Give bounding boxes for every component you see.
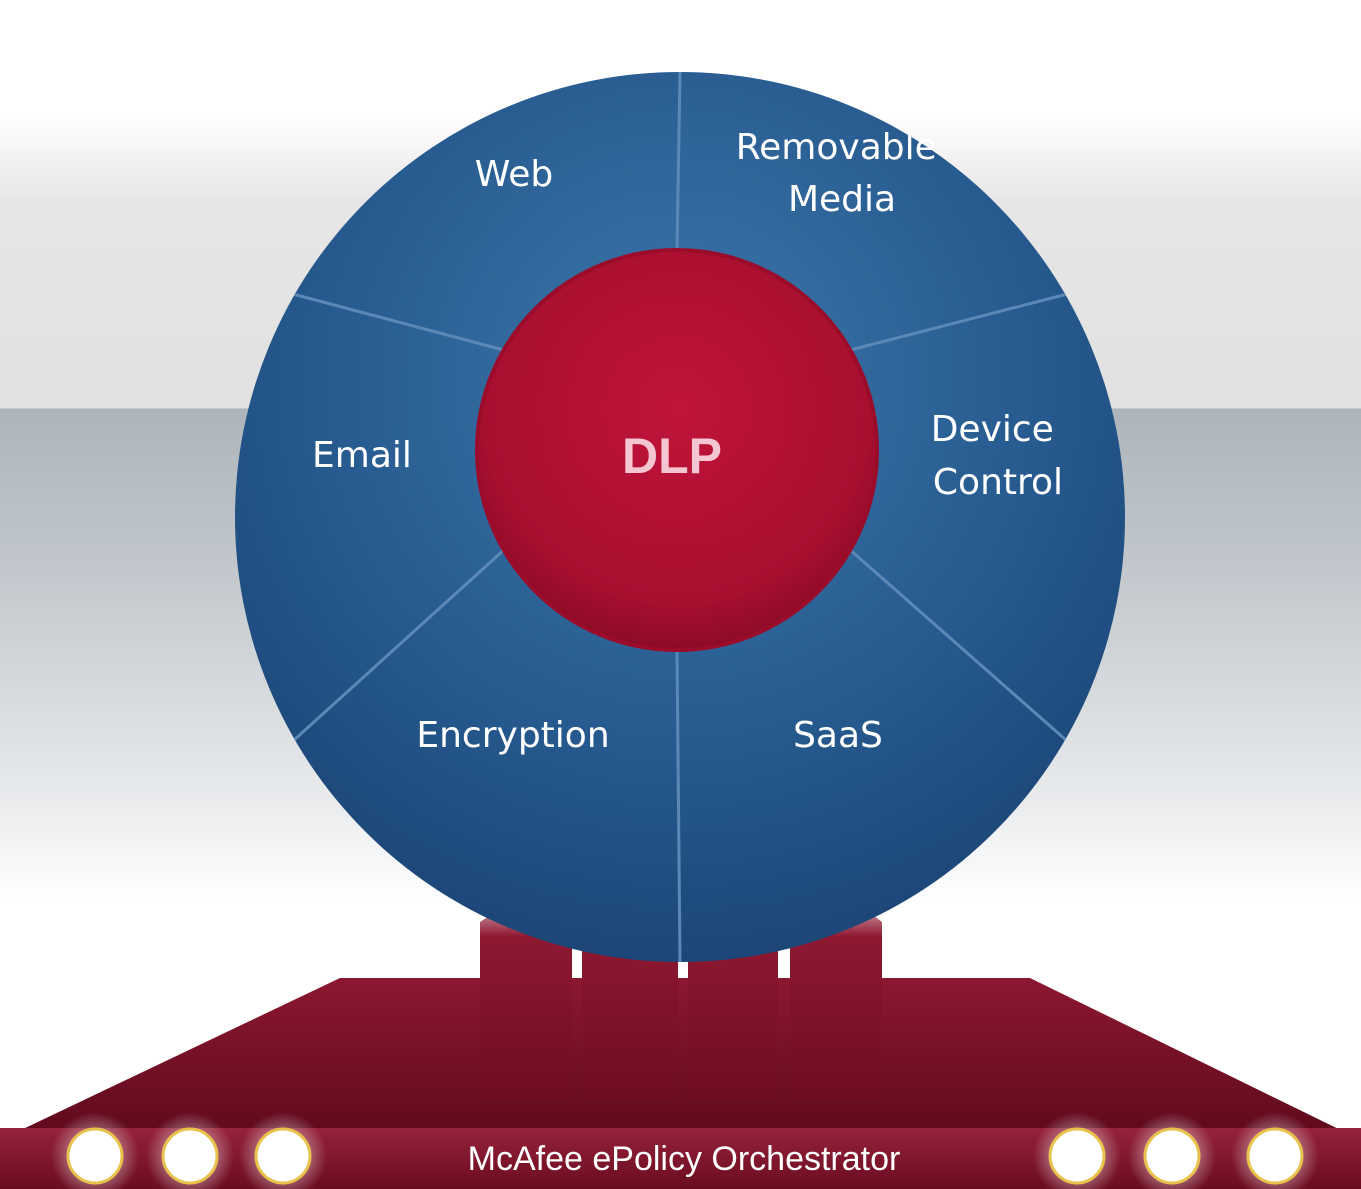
divider-line [675, 71, 682, 251]
segment-label: SaaS [793, 715, 883, 756]
hub-circle [475, 248, 879, 652]
segment-email[interactable]: Email [312, 435, 412, 476]
segment-removable-media[interactable]: Removable Media [736, 127, 948, 220]
segment-label: Web [475, 154, 554, 195]
hub-label: DLP [622, 428, 722, 484]
indicator-light [1128, 1112, 1216, 1189]
indicator-light [1231, 1112, 1319, 1189]
segment-encryption[interactable]: Encryption [416, 715, 609, 756]
status-lights [51, 1112, 1319, 1189]
segment-dividers [293, 71, 1067, 963]
divider-line [675, 649, 682, 963]
segment-web[interactable]: Web [475, 154, 554, 195]
divider-line [294, 293, 505, 352]
segment-label: Encryption [416, 715, 609, 756]
indicator-light [146, 1112, 234, 1189]
segment-label: Device Control [931, 409, 1066, 503]
indicator-light [239, 1112, 327, 1189]
base-title: McAfee ePolicy Orchestrator [468, 1140, 901, 1178]
segment-device-control[interactable]: Device Control [931, 409, 1066, 503]
segment-label: Removable Media [736, 127, 948, 220]
platform-top [0, 978, 1361, 1140]
indicator-light [1033, 1112, 1121, 1189]
indicator-light [51, 1112, 139, 1189]
divider-line [849, 548, 1067, 741]
segment-label: Email [312, 435, 412, 476]
divider-line [293, 548, 505, 741]
divider-line [849, 293, 1066, 352]
hub-dlp[interactable]: DLP [475, 248, 879, 652]
segment-saas[interactable]: SaaS [793, 715, 883, 756]
